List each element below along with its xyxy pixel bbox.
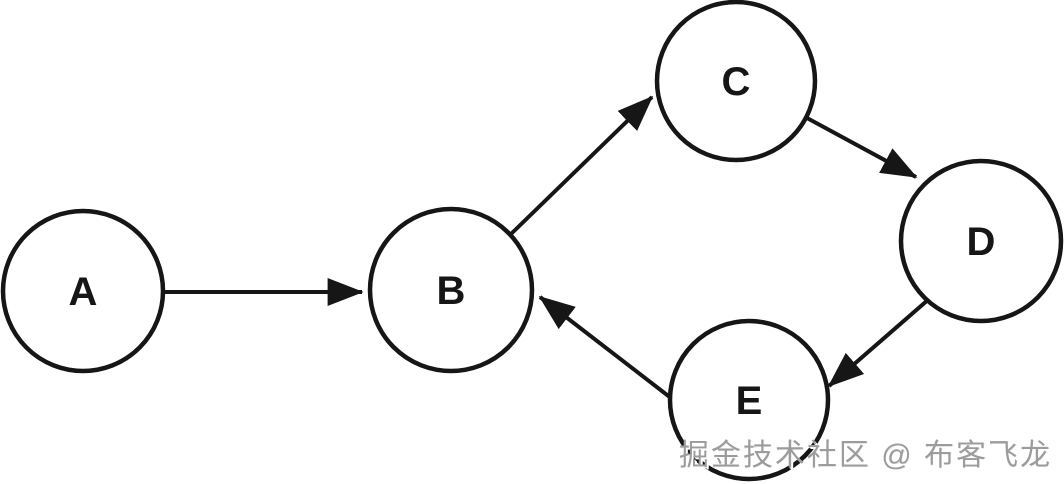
node-circle-A: [0, 208, 166, 374]
edge-B-C: [509, 95, 654, 236]
node-label-C: C: [722, 60, 751, 104]
node-circle-D: [898, 158, 1064, 324]
node-label-A: A: [69, 270, 98, 314]
node-C: C: [654, 0, 818, 163]
edge-C-D: [806, 116, 918, 179]
edge-E-B: [538, 295, 673, 400]
node-label-D: D: [967, 220, 996, 264]
edge-D-E: [827, 297, 931, 388]
node-circle-B: [367, 206, 535, 374]
watermark: 掘金技术社区 @ 布客飞龙: [678, 439, 1052, 472]
node-B: B: [367, 206, 535, 374]
node-label-B: B: [437, 269, 466, 313]
node-circle-E: [667, 318, 831, 482]
node-A: A: [0, 208, 166, 374]
edges-layer: [164, 95, 931, 400]
node-D: D: [898, 158, 1064, 324]
node-circle-C: [654, 0, 818, 163]
node-label-E: E: [736, 379, 763, 423]
node-E: E: [667, 318, 831, 482]
